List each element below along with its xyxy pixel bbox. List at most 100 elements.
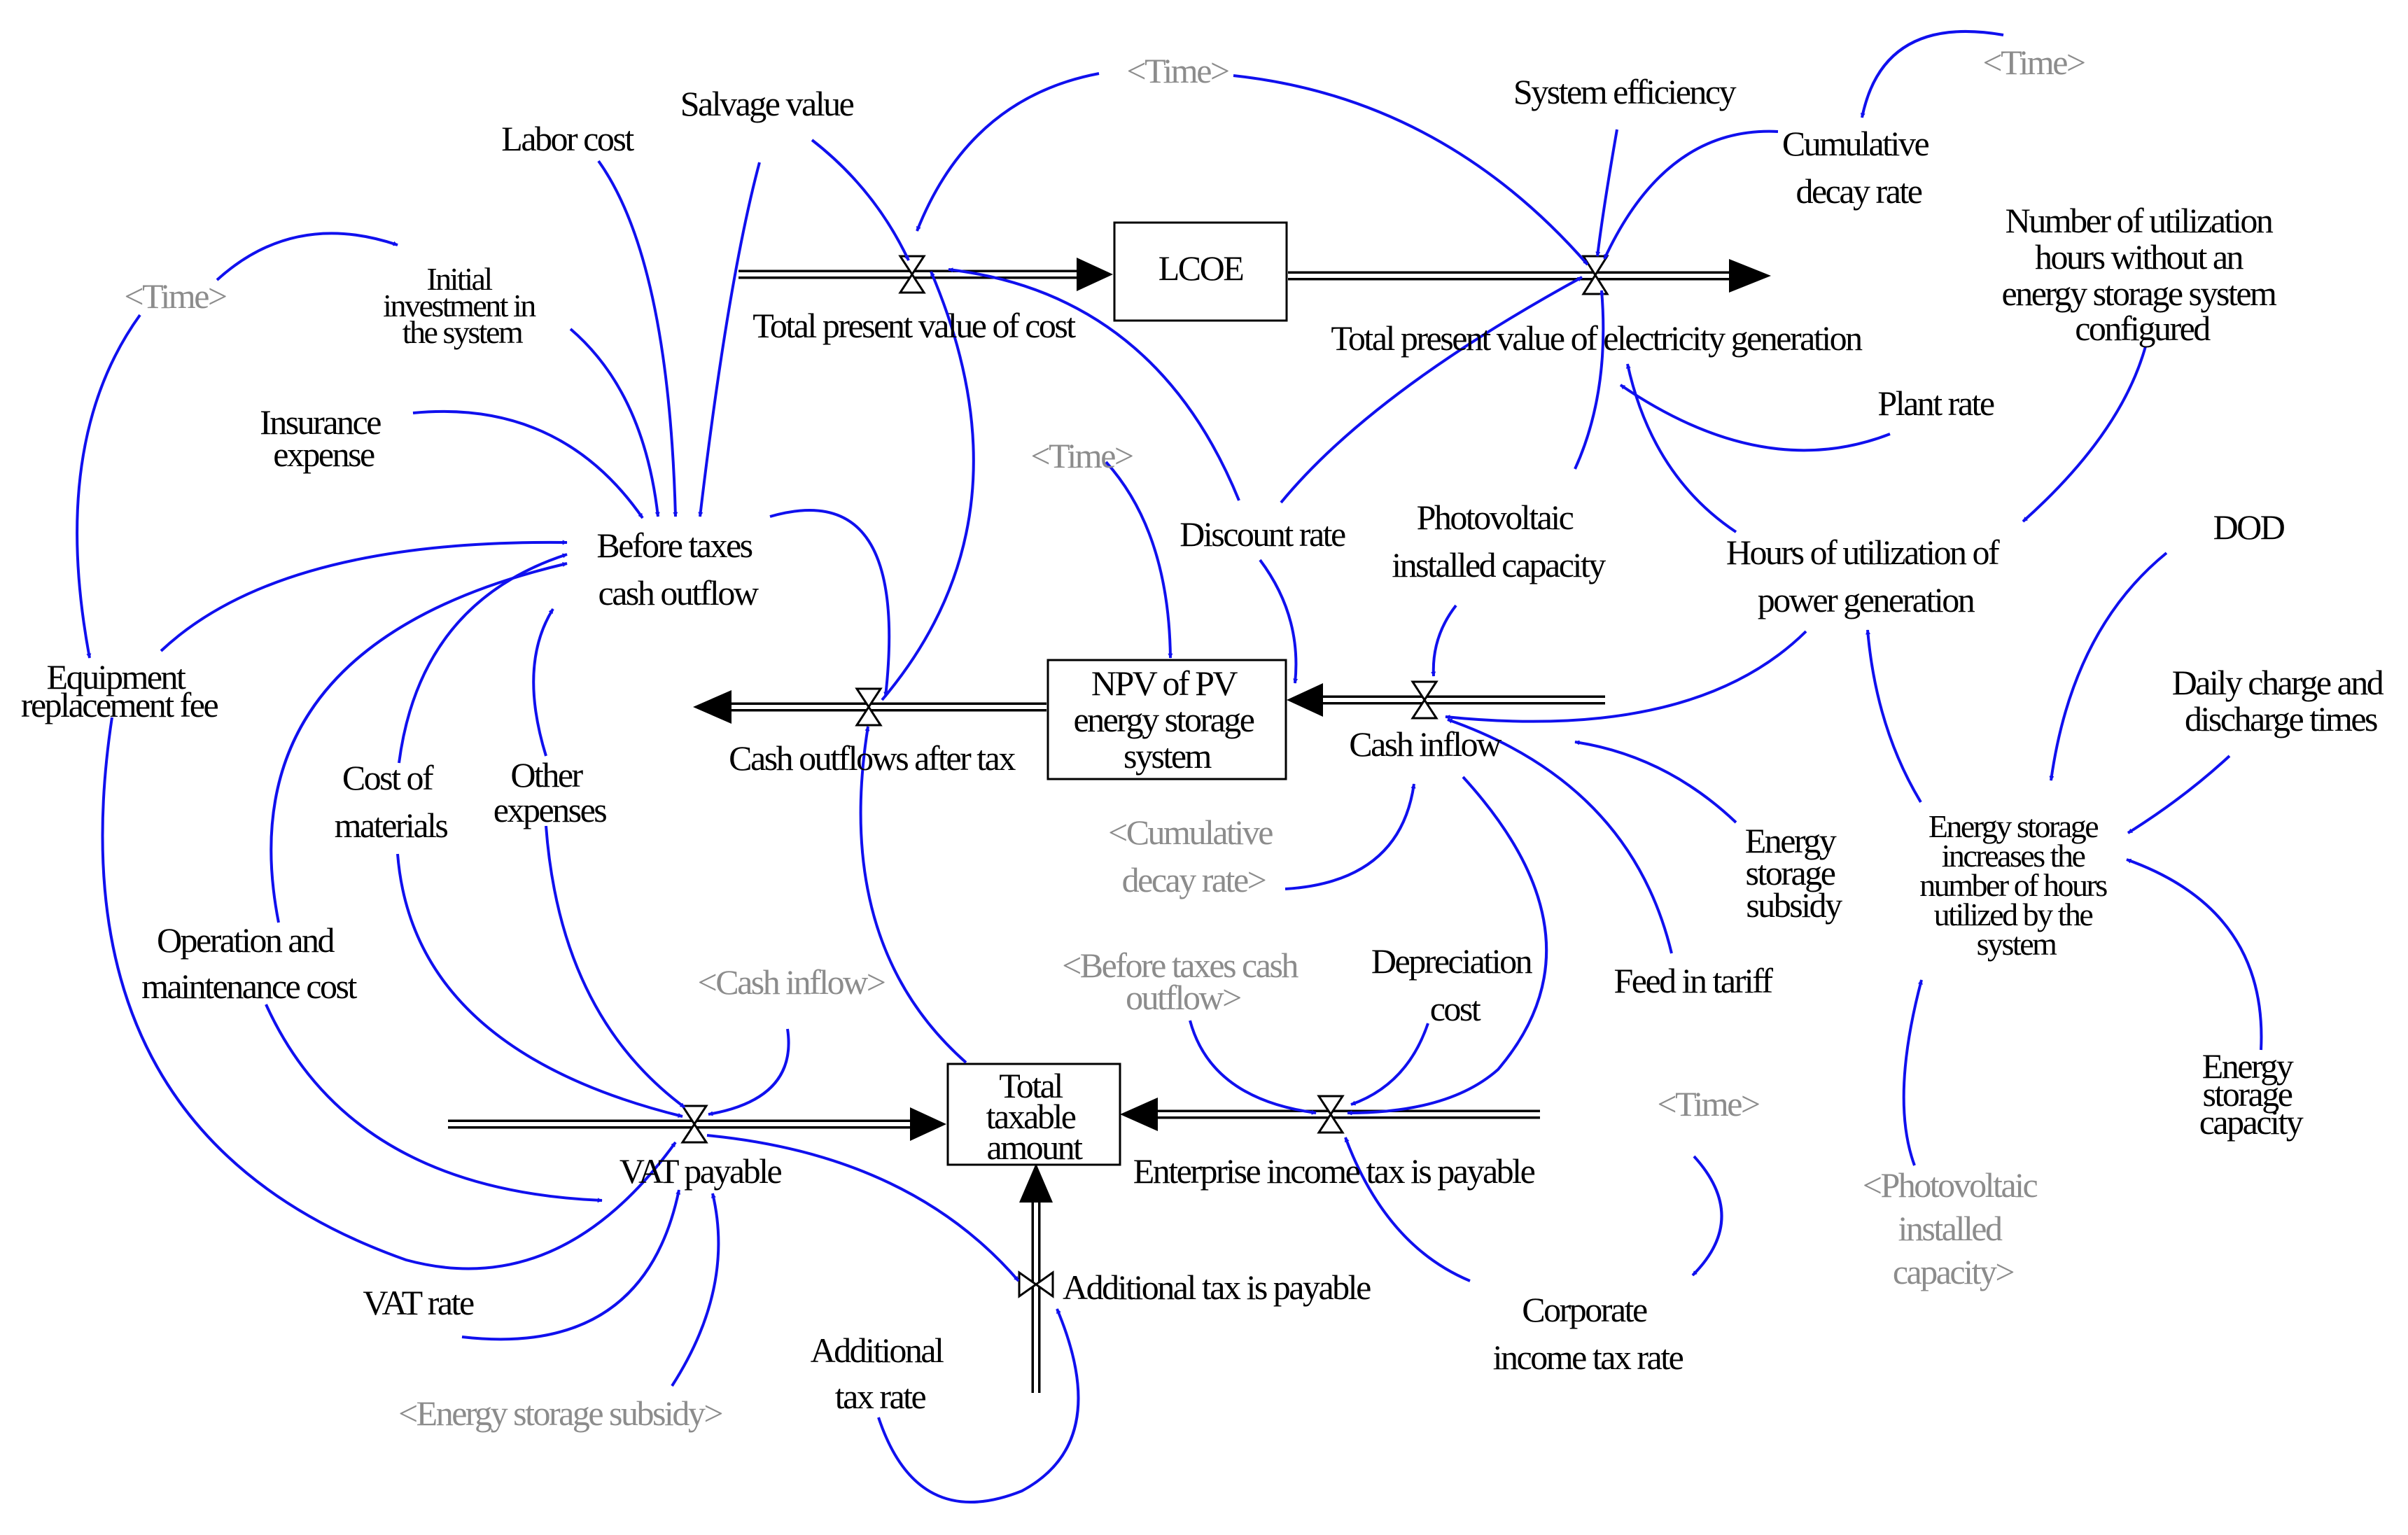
link-plantrate-to-elec	[1619, 384, 1891, 452]
link-corptax-to-enterprise	[1344, 1137, 1471, 1282]
link-vat-to-additional	[706, 1134, 1020, 1282]
stock-npv-pv-energy-storage[interactable]: NPV of PV energy storage system	[1046, 659, 1287, 780]
link-initial-to-beforetax	[569, 328, 660, 517]
link-discount-to-elec	[1280, 276, 1583, 504]
valve-total-present-value-of-cost[interactable]	[898, 255, 926, 294]
link-equipment-to-vat	[101, 717, 677, 1270]
label-depreciation-cost[interactable]: Depreciation cost	[1371, 941, 1538, 1028]
label-equipment-replacement-fee[interactable]: Equipment replacement fee	[21, 657, 220, 724]
pipe-lcoe-to-sink	[1288, 259, 1771, 293]
link-timeleft-to-equipment	[76, 314, 141, 659]
pipe-cost-to-lcoe	[738, 258, 1113, 291]
label-hours-of-utilization[interactable]: Hours of utilization of power generation	[1726, 533, 2005, 619]
link-other-to-vat	[545, 825, 686, 1109]
link-subsidy-to-cashin	[1574, 740, 1737, 824]
label-labor-cost[interactable]: Labor cost	[501, 119, 636, 158]
stock-lcoe-label: LCOE	[1158, 248, 1244, 288]
shadow-time-top-right[interactable]: <Time>	[1982, 43, 2086, 82]
shadow-cumulative-decay-rate[interactable]: <Cumulative decay rate>	[1108, 813, 1279, 899]
link-salvage-to-cost	[811, 139, 910, 261]
link-dod-to-storage	[2049, 552, 2168, 781]
link-daily-to-storage	[2127, 755, 2231, 834]
link-discount-to-npv	[1259, 559, 1298, 684]
link-depreciation-to-enterprise	[1350, 1023, 1429, 1106]
link-hours-to-cashin	[1445, 630, 1807, 723]
link-beforetax-to-cashout	[769, 509, 891, 697]
flow-labels: Total present value of cost Total presen…	[620, 306, 1865, 1307]
label-additional-tax-rate[interactable]: Additional tax rate	[811, 1331, 950, 1416]
link-pvcap-to-elec	[1574, 290, 1605, 470]
valve-cash-outflows-after-tax[interactable]	[855, 687, 883, 727]
pipe-vat	[448, 1107, 946, 1141]
shadow-cash-inflow[interactable]: <Cash inflow>	[698, 962, 887, 1002]
valves	[680, 255, 1609, 1298]
label-total-present-value-of-cost: Total present value of cost	[752, 306, 1076, 345]
link-additionalrate-to-additional	[877, 1308, 1080, 1504]
link-labor-to-beforetax	[597, 160, 678, 517]
link-beforetaxshadow-to-enterprise	[1189, 1020, 1317, 1115]
shadow-variable-labels: <Time> <Time> <Time> <Time> <Time> <Cumu…	[124, 43, 2086, 1433]
link-insurance-to-beforetax	[412, 409, 644, 519]
valve-cash-inflow[interactable]	[1410, 680, 1438, 720]
link-timebottom-to-corptax	[1691, 1155, 1723, 1277]
label-initial-investment[interactable]: Initial investment in the system	[383, 261, 541, 350]
valve-vat-payable[interactable]	[680, 1105, 708, 1144]
label-corporate-income-tax-rate[interactable]: Corporate income tax rate	[1493, 1290, 1685, 1377]
link-materials-to-vat	[396, 853, 683, 1118]
link-hours-to-elec	[1625, 363, 1737, 533]
variable-labels: Salvage value Labor cost Initial investm…	[21, 72, 2390, 1416]
link-noutil-to-hours	[2022, 346, 2147, 523]
label-storage-increases-hours[interactable]: Energy storage increases the number of h…	[1919, 808, 2113, 962]
link-vatrate-to-vat	[461, 1189, 681, 1341]
shadow-time-mid[interactable]: <Time>	[1030, 436, 1134, 475]
link-subsidyshadow-to-vat	[671, 1193, 720, 1387]
label-cash-inflow: Cash inflow	[1349, 724, 1502, 764]
link-pvcap-to-cashin	[1431, 604, 1457, 677]
label-total-present-value-of-electricity: Total present value of electricity gener…	[1331, 318, 1863, 358]
stock-total-taxable-amount[interactable]: Total taxable amount	[946, 1063, 1121, 1167]
svg-text:LCOE: LCOE	[1158, 248, 1244, 288]
label-other-expenses[interactable]: Other expenses	[493, 755, 608, 829]
label-cumulative-decay-rate[interactable]: Cumulative decay rate	[1782, 124, 1935, 211]
link-cashin-to-enterprise	[1347, 776, 1548, 1116]
label-enterprise-income-tax: Enterprise income tax is payable	[1133, 1151, 1535, 1191]
label-system-efficiency[interactable]: System efficiency	[1513, 72, 1738, 111]
link-other-to-beforetax	[532, 608, 554, 757]
label-before-taxes-cash-outflow[interactable]: Before taxes cash outflow	[596, 526, 760, 612]
svg-text:Total taxable amou: Total taxable amount	[986, 1066, 1084, 1167]
stock-lcoe[interactable]: LCOE	[1113, 221, 1288, 322]
label-pv-installed-capacity[interactable]: Photovoltaic installed capacity	[1392, 498, 1607, 584]
valve-enterprise-income-tax[interactable]	[1317, 1095, 1345, 1134]
link-time-to-elec	[1233, 74, 1589, 266]
shadow-time-bottom[interactable]: <Time>	[1657, 1084, 1760, 1123]
shadow-before-taxes-cash-outflow[interactable]: <Before taxes cash outflow>	[1062, 946, 1304, 1017]
link-om-to-vat	[265, 1004, 603, 1203]
link-sysefficiency-to-elec	[1595, 129, 1618, 257]
label-dod[interactable]: DOD	[2213, 507, 2287, 547]
causal-links	[76, 29, 2263, 1504]
link-materials-to-beforetax	[398, 553, 568, 764]
valve-additional-tax[interactable]	[1018, 1270, 1054, 1298]
label-feed-in-tariff[interactable]: Feed in tariff	[1614, 961, 1774, 1000]
label-energy-storage-capacity[interactable]: Energy storage capacity	[2199, 1046, 2306, 1142]
link-decayshadow-to-cashin	[1284, 783, 1416, 890]
shadow-energy-storage-subsidy[interactable]: <Energy storage subsidy>	[398, 1394, 724, 1433]
label-salvage-value[interactable]: Salvage value	[680, 84, 855, 123]
shadow-pv-installed-capacity[interactable]: <Photovoltaic installed capacity>	[1863, 1165, 2043, 1291]
label-daily-charge-discharge[interactable]: Daily charge and discharge times	[2172, 663, 2390, 738]
link-taxable-to-cashout	[859, 726, 967, 1064]
pipe-cash-inflow	[1287, 683, 1605, 717]
label-vat-rate[interactable]: VAT rate	[363, 1283, 475, 1322]
label-insurance-expense[interactable]: Insurance expense	[260, 402, 387, 474]
link-cashout-to-cost	[881, 271, 975, 701]
shadow-time-left[interactable]: <Time>	[124, 276, 227, 316]
label-cost-of-materials[interactable]: Cost of materials	[335, 758, 449, 845]
label-energy-storage-subsidy[interactable]: Energy storage subsidy	[1745, 821, 1844, 925]
label-operation-maintenance-cost[interactable]: Operation and maintenance cost	[141, 920, 359, 1006]
label-utilization-hours-without-storage[interactable]: Number of utilization hours without an e…	[2002, 201, 2283, 348]
link-feedin-to-cashin	[1447, 718, 1673, 954]
link-time-to-npv	[1105, 461, 1173, 659]
label-plant-rate[interactable]: Plant rate	[1877, 384, 1996, 423]
label-discount-rate[interactable]: Discount rate	[1180, 514, 1347, 554]
shadow-time-top[interactable]: <Time>	[1126, 51, 1230, 90]
